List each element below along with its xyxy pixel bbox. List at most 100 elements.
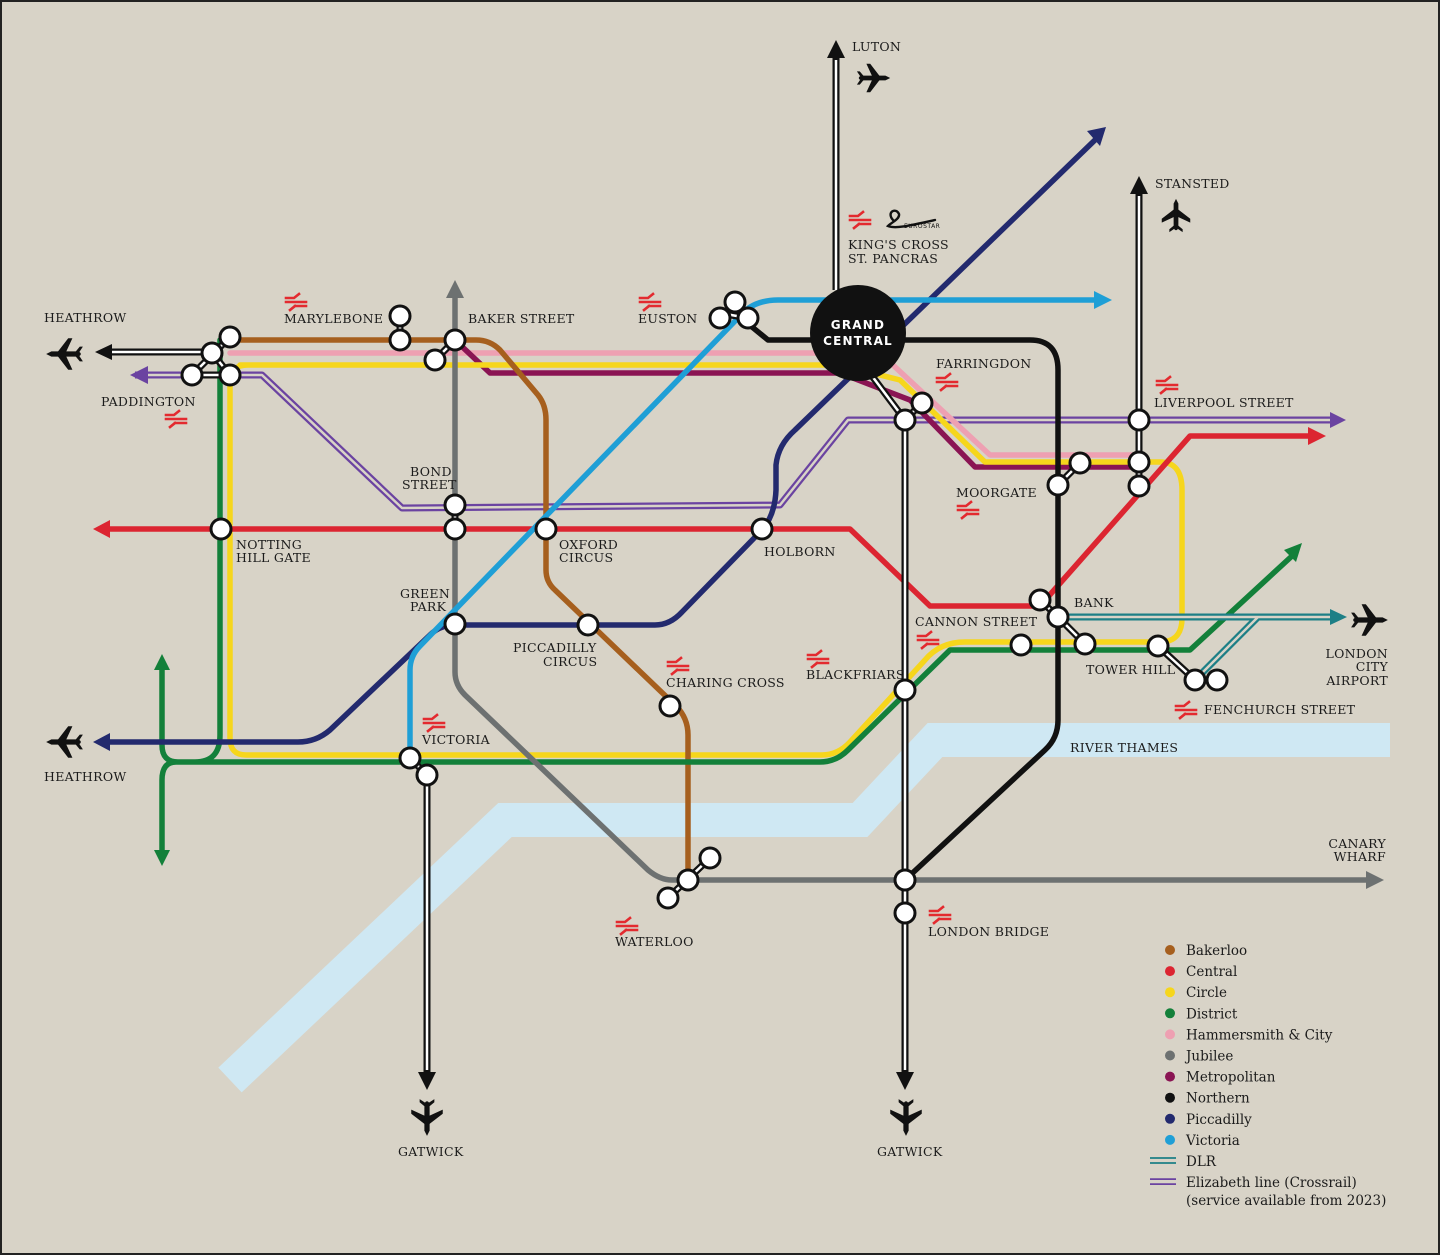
station-piccadilly-circus[interactable]: [576, 613, 600, 637]
label-blackfriars: BLACKFRIARS: [806, 667, 905, 682]
label-luton: LUTON: [852, 39, 901, 54]
bakerloo-line: [227, 337, 691, 885]
station-bank-2[interactable]: [1046, 605, 1070, 629]
legend-item: Jubilee: [1165, 1049, 1233, 1065]
label-gatwick-right: GATWICK: [877, 1144, 943, 1159]
label-cannon-street: CANNON STREET: [915, 614, 1038, 629]
national-rail-icon: [280, 290, 310, 314]
station-liverpool-street-1[interactable]: [1127, 408, 1151, 432]
label-city-airport-1: LONDON: [1326, 646, 1389, 661]
eurostar-logo: EUROSTAR: [885, 209, 940, 230]
station-waterloo-2[interactable]: [676, 868, 700, 892]
station-victoria-2[interactable]: [415, 763, 439, 787]
station-paddington-3[interactable]: [180, 363, 204, 387]
grand-central-hub[interactable]: GRAND CENTRAL: [810, 285, 906, 381]
station-victoria-1[interactable]: [398, 746, 422, 770]
station-tower-hill[interactable]: [1146, 634, 1170, 658]
district-line: [159, 337, 1295, 853]
station-fenchurch-2[interactable]: [1205, 668, 1229, 692]
label-stansted: STANSTED: [1155, 176, 1230, 191]
label-notting-hill-1: NOTTING: [236, 537, 302, 552]
station-paddington-1[interactable]: [218, 325, 242, 349]
national-rail-icon: [662, 654, 692, 678]
label-moorgate: MOORGATE: [956, 485, 1037, 500]
station-paddington-2[interactable]: [200, 341, 224, 365]
station-blackfriars[interactable]: [893, 678, 917, 702]
legend-swatch: [1165, 987, 1175, 998]
legend-item: DLR: [1150, 1154, 1217, 1170]
station-green-park[interactable]: [443, 612, 467, 636]
legend-item: Central: [1165, 964, 1237, 980]
station-bank-1[interactable]: [1028, 588, 1052, 612]
station-bond-street-1[interactable]: [443, 493, 467, 517]
label-fenchurch-street: FENCHURCH STREET: [1204, 702, 1356, 717]
legend-label: Jubilee: [1184, 1049, 1233, 1065]
station-bond-street-2[interactable]: [443, 517, 467, 541]
legend-label: Central: [1186, 964, 1237, 980]
label-heathrow-bottom: HEATHROW: [44, 769, 127, 784]
station-fenchurch-1[interactable]: [1183, 668, 1207, 692]
station-liverpool-street-3[interactable]: [1127, 474, 1151, 498]
luton-link: [827, 40, 845, 290]
national-rail-icon: [1151, 373, 1181, 397]
label-farringdon: FARRINGDON: [936, 356, 1032, 371]
piccadilly-arrow-west: [93, 733, 110, 751]
station-holborn[interactable]: [750, 517, 774, 541]
legend-swatch: [1165, 945, 1175, 955]
station-moorgate-2[interactable]: [1046, 473, 1070, 497]
legend-swatch: [1165, 1134, 1175, 1145]
legend-item: District: [1165, 1006, 1238, 1022]
station-moorgate-1[interactable]: [1068, 451, 1092, 475]
station-farringdon-2[interactable]: [893, 408, 917, 432]
circle-line: [227, 362, 1185, 758]
label-gatwick-left: GATWICK: [398, 1144, 464, 1159]
station-euston-3[interactable]: [736, 306, 760, 330]
station-euston-1[interactable]: [723, 290, 747, 314]
northern-line: [732, 310, 1061, 883]
district-arrow-ne: [1284, 543, 1302, 562]
legend-label: DLR: [1186, 1154, 1217, 1170]
heathrow-top-link: [95, 344, 210, 360]
plane-icon-heathrow-bottom: [46, 726, 83, 758]
plane-icon-luton: [856, 63, 891, 93]
national-rail-icon: [611, 914, 641, 938]
station-waterloo-1[interactable]: [698, 846, 722, 870]
station-liverpool-street-2[interactable]: [1127, 450, 1151, 474]
station-oxford-circus[interactable]: [534, 517, 558, 541]
label-oxford-circus-2: CIRCUS: [559, 550, 613, 565]
station-marylebone-2[interactable]: [388, 328, 412, 352]
legend-item: Bakerloo: [1165, 943, 1247, 959]
station-london-bridge-2[interactable]: [893, 901, 917, 925]
national-rail-icon: [912, 628, 942, 652]
station-cannon-street[interactable]: [1009, 633, 1033, 657]
eurostar-label: EUROSTAR: [904, 223, 940, 230]
legend-item: Metropolitan: [1165, 1070, 1276, 1086]
legend: BakerlooCentralCircleDistrictHammersmith…: [1150, 943, 1386, 1209]
label-river-thames: RIVER THAMES: [1070, 740, 1178, 755]
station-farringdon-1[interactable]: [910, 391, 934, 415]
station-notting-hill-gate[interactable]: [209, 517, 233, 541]
dlr-line: [1058, 609, 1347, 683]
legend-label: Northern: [1186, 1091, 1250, 1107]
label-notting-hill-2: HILL GATE: [236, 550, 311, 565]
label-paddington: PADDINGTON: [101, 394, 196, 409]
station-london-bridge-1[interactable]: [893, 868, 917, 892]
label-piccadilly-circus-2: CIRCUS: [543, 654, 597, 669]
station-paddington-4[interactable]: [218, 363, 242, 387]
national-rail-icon: [1170, 698, 1200, 722]
station-charing-cross[interactable]: [658, 694, 682, 718]
station-baker-street-2[interactable]: [423, 348, 447, 372]
legend-item: Victoria: [1165, 1133, 1240, 1149]
piccadilly-line: [107, 137, 1098, 745]
victoria-line: [407, 297, 1098, 761]
label-waterloo: WATERLOO: [615, 934, 694, 949]
station-euston-2[interactable]: [708, 306, 732, 330]
station-marylebone-1[interactable]: [388, 304, 412, 328]
station-baker-street-1[interactable]: [443, 328, 467, 352]
station-waterloo-3[interactable]: [656, 886, 680, 910]
gatwick-left-link: [418, 775, 436, 1090]
station-bank-3[interactable]: [1073, 632, 1097, 656]
river-thames: [218, 723, 1390, 1093]
legend-swatch: [1165, 1029, 1175, 1040]
hub-line-1: GRAND: [831, 318, 885, 332]
